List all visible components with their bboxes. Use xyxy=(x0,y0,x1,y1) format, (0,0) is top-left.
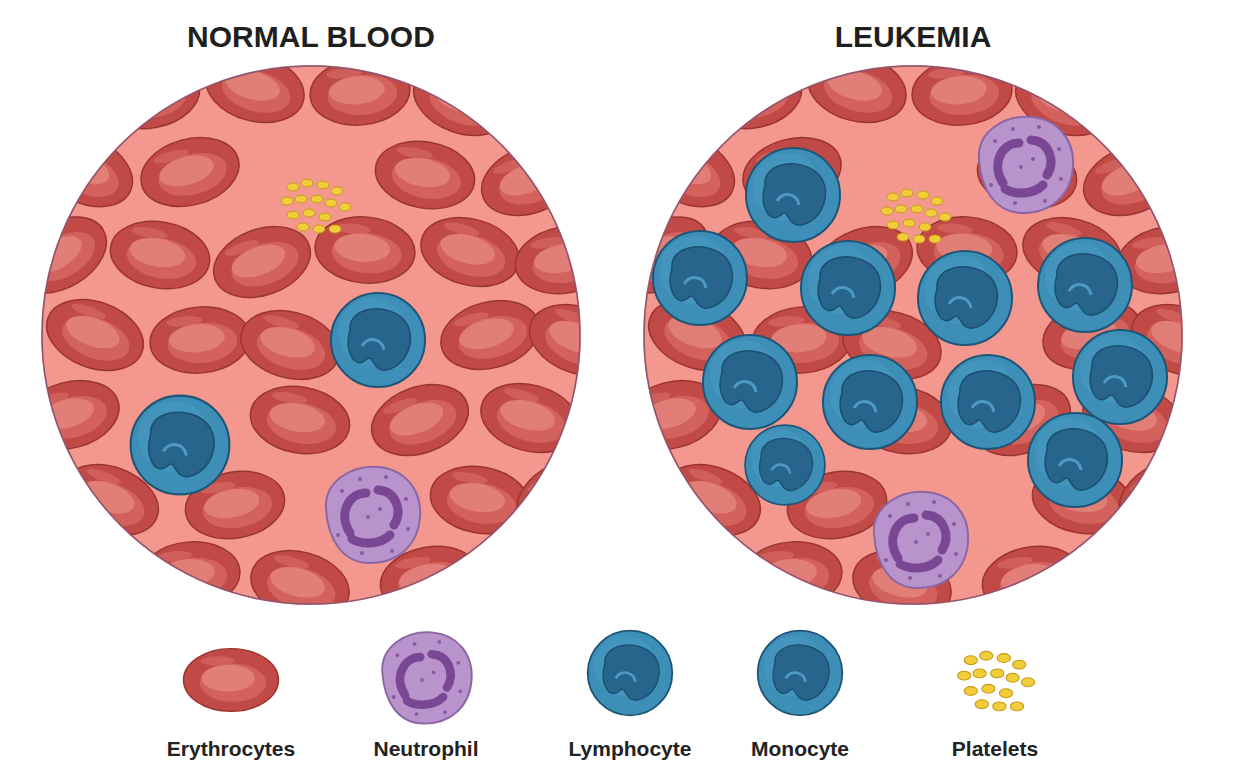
blood-circle: NORMAL BLOOD xyxy=(41,15,581,610)
lymphocyte-cell xyxy=(823,355,917,449)
legend-label: Erythrocytes xyxy=(164,736,298,762)
circle-border xyxy=(42,66,580,604)
blood-circle: LEUKEMIA xyxy=(643,15,1183,610)
erythrocyte-icon xyxy=(184,649,279,712)
lymphocyte-cell xyxy=(918,251,1012,345)
lymphocyte-cell xyxy=(746,148,840,242)
lymphocyte-cell xyxy=(941,355,1035,449)
blood-cells xyxy=(602,43,1238,630)
legend-label: Lymphocyte xyxy=(566,736,695,762)
lymphocyte-icon xyxy=(588,631,673,716)
neutrophil-icon xyxy=(382,632,472,723)
blood-cells xyxy=(0,43,636,630)
legend-label: Platelets xyxy=(949,736,1041,762)
erythrocyte-group xyxy=(602,43,1238,630)
lymphocyte-cell xyxy=(745,425,825,505)
panel-heading: NORMAL BLOOD xyxy=(41,15,581,59)
lymphocyte-cell xyxy=(331,293,425,387)
legend-label: Monocyte xyxy=(748,736,852,762)
lymphocyte-cell xyxy=(1028,413,1122,507)
lymphocyte-cell xyxy=(703,335,797,429)
platelet-cluster xyxy=(281,179,351,233)
lymphocyte-cell xyxy=(1073,330,1167,424)
circle-outline xyxy=(643,65,1183,605)
platelet-cluster xyxy=(881,189,951,243)
erythrocyte-group xyxy=(0,43,636,630)
lymphocyte-cell xyxy=(653,231,747,325)
lymphocyte-cell xyxy=(1038,238,1132,332)
neutrophil-cell xyxy=(326,467,420,563)
monocyte-cell xyxy=(131,396,230,495)
circle-border xyxy=(644,66,1182,604)
platelet-icon xyxy=(958,651,1035,710)
neutrophil-cell xyxy=(979,117,1073,213)
monocyte-icon xyxy=(758,631,843,716)
lymphocyte-cell xyxy=(801,241,895,335)
legend-label: Neutrophil xyxy=(371,736,482,762)
panel-heading: LEUKEMIA xyxy=(643,15,1183,59)
neutrophil-cell xyxy=(874,492,968,588)
circle-outline xyxy=(41,65,581,605)
